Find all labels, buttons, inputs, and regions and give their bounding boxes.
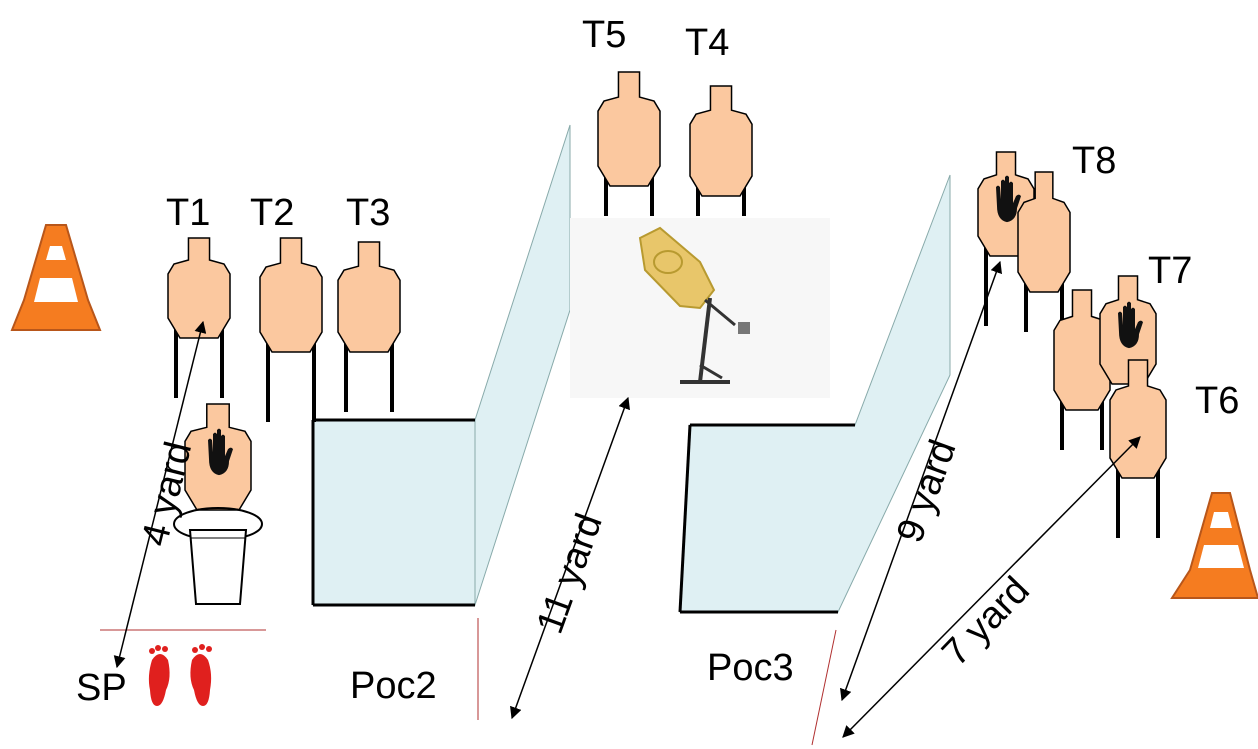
hand-icon [996, 175, 1021, 223]
popper-target [570, 218, 830, 398]
label-distance-11: 11 yard [529, 508, 611, 639]
target-t4 [689, 85, 753, 216]
target-t8 [1017, 171, 1071, 332]
label-t1: T1 [166, 192, 210, 234]
label-poc2: Poc2 [350, 665, 437, 707]
label-t7: T7 [1148, 250, 1192, 292]
label-t3: T3 [346, 192, 390, 234]
feet-icon [148, 644, 212, 706]
label-t6: T6 [1195, 380, 1239, 422]
distance-arrow-11 [510, 396, 630, 720]
target-t5 [597, 71, 661, 216]
label-t4: T4 [685, 22, 729, 64]
label-t5: T5 [582, 14, 626, 56]
target-t1 [167, 237, 231, 398]
wall-poc2 [311, 124, 571, 607]
cone-right-icon [1170, 492, 1258, 599]
label-start-position: SP [76, 667, 127, 709]
target-t7-no-shoot [1099, 275, 1157, 385]
label-t8: T8 [1072, 140, 1116, 182]
label-t2: T2 [250, 192, 294, 234]
label-poc3: Poc3 [707, 647, 794, 689]
target-t6 [1109, 359, 1167, 538]
label-distance-7: 7 yard [934, 569, 1038, 674]
distance-arrow-4 [113, 320, 207, 669]
hand-icon [208, 428, 233, 476]
hand-icon [1118, 301, 1143, 349]
bucket [173, 507, 263, 605]
distance-arrow-7 [842, 436, 1141, 738]
target-t3 [337, 241, 401, 412]
target-t2 [259, 237, 323, 422]
cone-left-icon [10, 224, 102, 331]
